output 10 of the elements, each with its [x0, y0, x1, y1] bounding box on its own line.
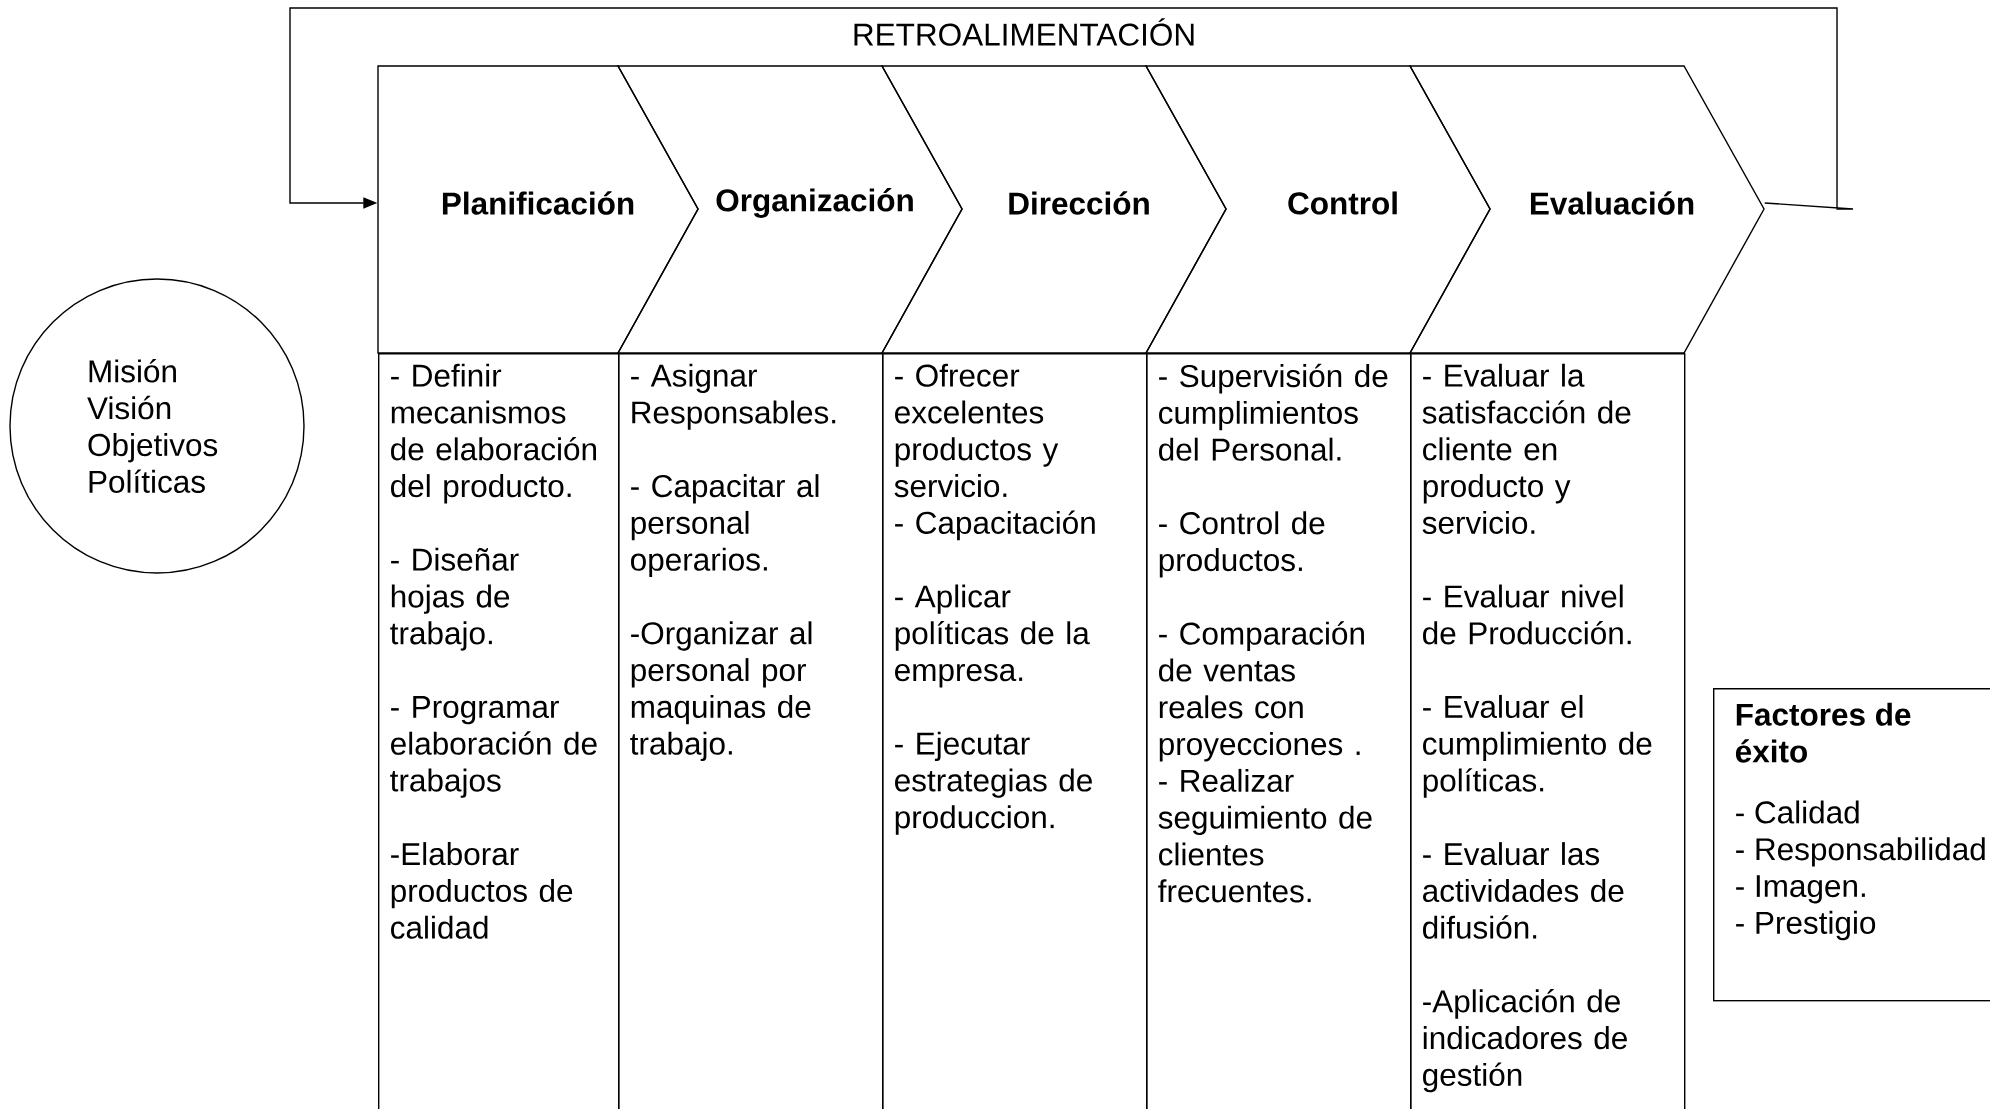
activity-column: - Supervisión de cumplimientos del Personal. - Control de productos. - Comparación de ventas reales con proyecciones . - Realizar seguimiento de clientes frecuentes. [1146, 353, 1412, 1109]
activity-column: - Definir mecanismos de elaboración del producto. - Diseñar hojas de trabajo. - Programar elaboración de trabajos -Elaborar productos de calidad [378, 353, 620, 1109]
success-factors-box: Factores de éxito - Calidad - Responsabilidad - Imagen. - Prestigio [1713, 688, 1990, 1002]
process-step: Planificación [377, 65, 699, 354]
process-step: Evaluación [1408, 65, 1765, 354]
feedback-arrow [289, 7, 1854, 210]
activity-column: - Ofrecer excelentes productos y servicio. - Capacitación - Aplicar políticas de la empresa. - Ejecutar estrategias de produccion. [882, 353, 1148, 1109]
edge-label: RETROALIMENTACIÓN [849, 16, 1199, 48]
activity-column: - Asignar Responsables. - Capacitar al personal operarios. -Organizar al personal por maquinas de trabajo. [618, 353, 884, 1109]
activity-column: - Evaluar la satisfacción de cliente en producto y servicio. - Evaluar nivel de Producción. - Evaluar el cumplimiento de políticas. - Evaluar las actividades de difusión. -Aplicación de indicadores de gestión [1410, 353, 1686, 1109]
